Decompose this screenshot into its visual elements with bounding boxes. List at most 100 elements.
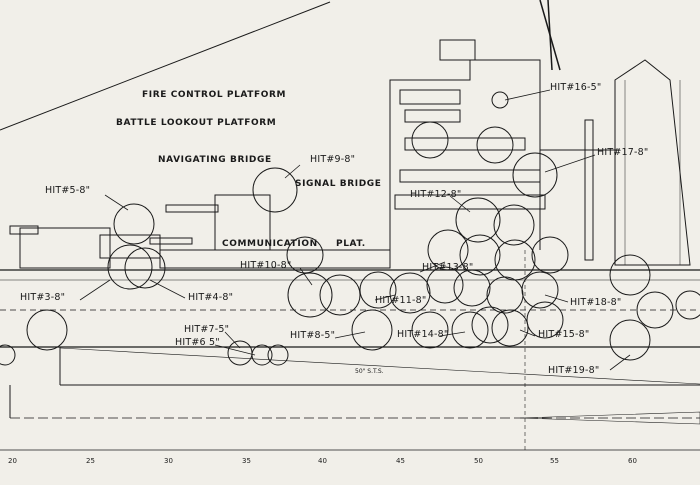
hit-circle-14b: [451, 311, 489, 349]
hit-label-15: HIT#15-8": [538, 329, 589, 340]
hit-circle-18b: [609, 254, 651, 296]
hit-label-6: HIT#6 5": [175, 337, 220, 348]
leader-9: [284, 164, 301, 179]
hit-circle-8: [351, 309, 393, 351]
hit-label-10: HIT#10-8": [240, 260, 291, 271]
leader-7: [224, 331, 241, 349]
leader-18: [544, 294, 569, 303]
nav-bridge-box: [404, 137, 526, 151]
superstructure: [389, 59, 541, 250]
hit-circle-10a: [286, 236, 324, 274]
foremast-2: [547, 0, 553, 71]
turret-gun-barrel: [149, 237, 193, 245]
frame-tick: 25: [86, 457, 95, 465]
hit-circle-6a: [251, 344, 273, 366]
hit-circle-4: [124, 247, 166, 289]
rigging-line: [0, 1, 331, 131]
hit-circle-19: [609, 319, 651, 361]
hit-circle-9: [252, 167, 298, 213]
leader-6: [214, 344, 256, 356]
hit-label-11: HIT#11-8": [375, 295, 426, 306]
hit-circle-b: [476, 126, 514, 164]
hit-label-8: HIT#8-5": [290, 330, 335, 341]
hit-circle-18c: [636, 291, 674, 329]
hit-circle-17: [512, 152, 558, 198]
aft-mast: [584, 119, 594, 261]
hit-label-5: HIT#5-8": [45, 185, 90, 196]
leader-11: [374, 294, 396, 301]
hit-circle-11d: [453, 269, 491, 307]
frame-tick: 45: [396, 457, 405, 465]
label-deck-note: 50" S.T.S.: [355, 368, 384, 375]
hit-circle-16: [491, 91, 509, 109]
communication-platform: [159, 249, 391, 269]
label-plat: PLAT.: [336, 239, 366, 249]
hit-circle-10b: [287, 272, 333, 318]
hit-circle-edge: [0, 344, 16, 366]
turret-3-gun: [165, 204, 219, 213]
hit-circle-6b: [267, 344, 289, 366]
frame-tick: 35: [242, 457, 251, 465]
frame-tick: 50: [474, 457, 483, 465]
hit-circle-14a: [411, 311, 449, 349]
hit-circle-13d: [531, 236, 569, 274]
hit-circle-14d: [491, 309, 529, 347]
plat-box: [394, 194, 546, 210]
label-navigating-bridge: NAVIGATING BRIDGE: [158, 155, 272, 165]
hit-label-17: HIT#17-8": [597, 147, 648, 158]
hit-label-7: HIT#7-5": [184, 324, 229, 335]
hit-label-13: HIT#13-8": [422, 262, 473, 273]
leader-10: [299, 267, 313, 286]
frame-tick: 60: [628, 457, 637, 465]
label-fire-control: FIRE CONTROL PLATFORM: [142, 90, 286, 100]
hit-label-4: HIT#4-8": [188, 292, 233, 303]
hit-label-12: HIT#12-8": [410, 189, 461, 200]
hit-circle-13a: [427, 229, 469, 271]
leader-3: [79, 279, 111, 301]
hit-circle-18: [521, 271, 559, 309]
hit-circle-14c: [471, 306, 509, 344]
leader-13: [419, 261, 446, 273]
hit-circle-18d: [675, 290, 700, 320]
hit-circle-11a: [359, 271, 397, 309]
hit-label-16: HIT#16-5": [550, 82, 601, 93]
director: [439, 39, 476, 61]
hit-circle-3: [107, 244, 153, 290]
hit-label-9: HIT#9-8": [310, 154, 355, 165]
lookout-box: [404, 109, 461, 123]
signal-bridge-box: [399, 169, 541, 183]
hit-circle-13b: [459, 234, 501, 276]
frame-tick: 40: [318, 457, 327, 465]
hit-label-14: HIT#14-8": [397, 329, 448, 340]
hit-circle-13c: [494, 239, 536, 281]
hit-circle-12b: [493, 204, 535, 246]
hit-label-18: HIT#18-8": [570, 297, 621, 308]
hit-circle-11c: [426, 266, 464, 304]
bilge-keel: [519, 411, 700, 425]
leader-12: [449, 195, 471, 213]
hit-circle-15: [526, 301, 564, 339]
hit-circle-12: [455, 197, 501, 243]
hit-circle-a: [411, 121, 449, 159]
leader-17: [544, 154, 596, 173]
hit-label-3: HIT#3-8": [20, 292, 65, 303]
leader-4: [149, 279, 186, 299]
hit-circle-3b: [26, 309, 68, 351]
hit-label-19: HIT#19-8": [548, 365, 599, 376]
leader-15: [519, 329, 536, 337]
hit-circle-10c: [319, 274, 361, 316]
turret-2: [19, 227, 111, 269]
turret-2-gun: [9, 225, 39, 235]
leader-19: [609, 354, 631, 371]
leader-5: [104, 194, 129, 211]
belt-taper: [59, 347, 700, 385]
funnel: [614, 59, 691, 266]
label-signal-bridge: SIGNAL BRIDGE: [295, 179, 382, 189]
hit-circle-5: [113, 203, 155, 245]
hit-circle-11b: [389, 272, 431, 314]
frame-tick: 20: [8, 457, 17, 465]
leader-8: [334, 331, 366, 339]
frame-tick: 55: [550, 457, 559, 465]
